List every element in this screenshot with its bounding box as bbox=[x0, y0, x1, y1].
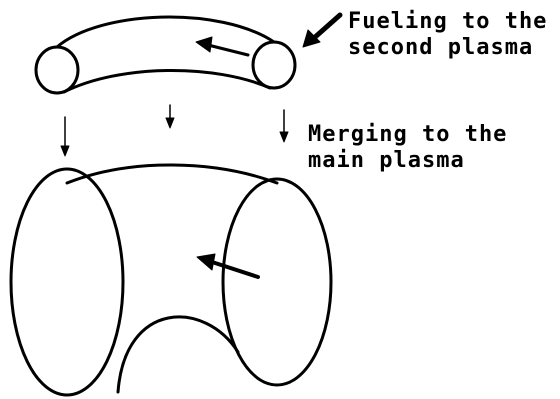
main-plasma-flow-arrow bbox=[197, 254, 258, 277]
fueling-label-line1: Fueling to the bbox=[348, 9, 547, 35]
fueling-arrow bbox=[303, 15, 340, 47]
fueling-label-line2: second plasma bbox=[348, 35, 547, 61]
second-plasma-top-edge bbox=[57, 17, 274, 47]
merging-arrows bbox=[61, 105, 288, 156]
fueling-label: Fueling to the second plasma bbox=[348, 9, 547, 61]
second-plasma-left-cross-section bbox=[36, 47, 78, 93]
merging-arrow-middle bbox=[166, 105, 174, 128]
second-plasma-flow-arrow bbox=[196, 37, 248, 55]
main-plasma-torus bbox=[11, 165, 331, 395]
main-plasma-right-cross-section bbox=[223, 179, 331, 385]
main-plasma-top-edge bbox=[67, 165, 277, 183]
merging-label-line2: main plasma bbox=[308, 148, 507, 174]
second-plasma-torus bbox=[36, 17, 295, 93]
main-plasma-bottom-edge bbox=[118, 317, 238, 392]
merging-arrow-left bbox=[61, 117, 69, 156]
merging-label: Merging to the main plasma bbox=[308, 122, 507, 174]
second-plasma-flow-arrowhead bbox=[196, 37, 212, 52]
main-plasma-flow-arrowhead bbox=[197, 254, 215, 270]
merging-label-line1: Merging to the bbox=[308, 122, 507, 148]
second-plasma-right-cross-section bbox=[253, 42, 295, 88]
second-plasma-bottom-edge bbox=[64, 70, 270, 92]
merging-arrow-right bbox=[280, 110, 288, 142]
main-plasma-left-cross-section bbox=[11, 169, 123, 395]
